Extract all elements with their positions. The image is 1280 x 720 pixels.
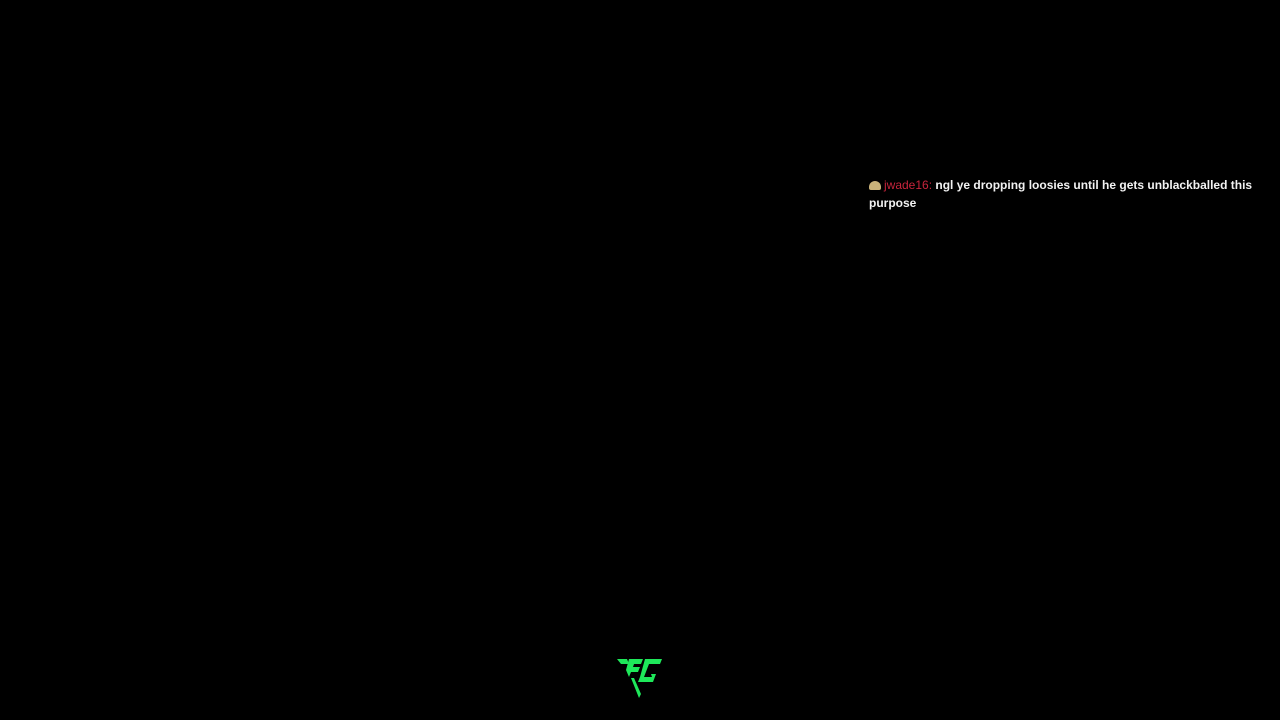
fc-logo-icon (617, 659, 662, 698)
chat-separator: : (928, 178, 936, 192)
chat-message: jwade16: ngl ye dropping loosies until h… (869, 176, 1280, 212)
chat-username[interactable]: jwade16 (884, 178, 929, 192)
chat-text: ngl ye dropping loosies until he gets un… (869, 178, 1253, 210)
user-badge-icon (869, 181, 881, 190)
